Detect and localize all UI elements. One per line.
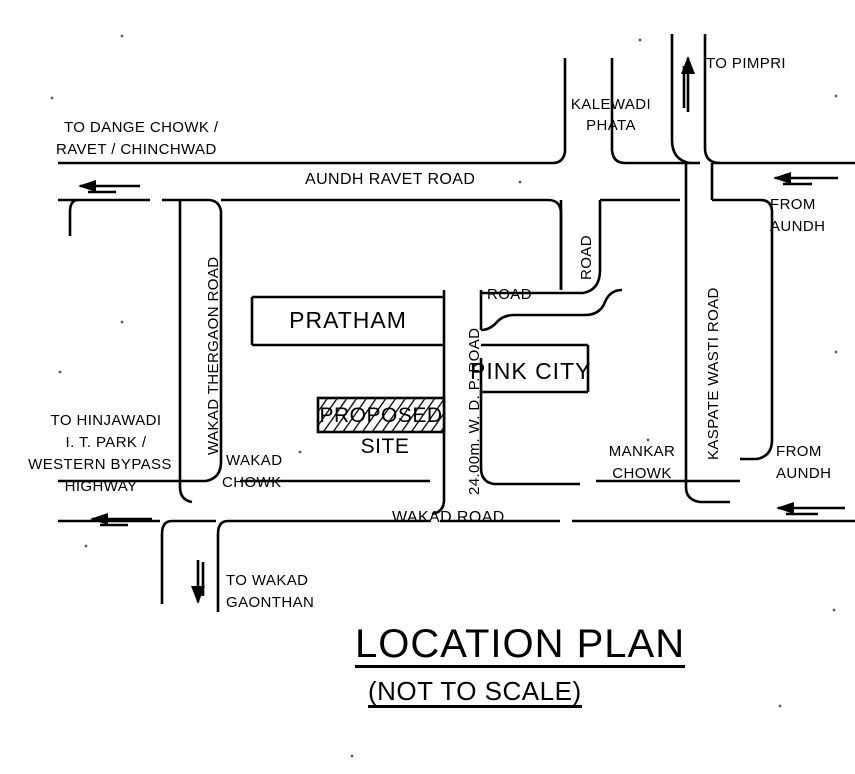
label-from-aundh-top-line2: AUNDH (770, 218, 826, 235)
wakad-chowk-corner (196, 461, 223, 483)
drawing-title: LOCATION PLAN (355, 622, 686, 668)
label-to-hinjawadi-line4: HIGHWAY (64, 478, 138, 495)
kaspate-wasti-road-east-edge (740, 255, 774, 461)
label-wakad-chowk-line2: CHOWK (222, 474, 282, 491)
pimpri-road-east-edge (703, 34, 721, 165)
gaonthan-road-east-edge (216, 519, 229, 612)
label-kalewadi-phata-line2: PHATA (586, 117, 636, 134)
wakad-thergaon-road-sw-corner (178, 486, 193, 504)
label-to-pimpri: TO PIMPRI (706, 55, 786, 72)
arrow-left-icon-aundh-bottom (776, 502, 845, 516)
label-to-hinjawadi-line1: TO HINJAWADI (50, 412, 162, 429)
arrow-left-icon-aundh-top (773, 172, 838, 186)
label-to-hinjawadi-line2: I. T. PARK / (65, 434, 147, 451)
arrow-left-icon-dange (78, 180, 140, 194)
label-inner-road-vertical: ROAD (578, 235, 595, 280)
label-aundh-ravet-road: AUNDH RAVET ROAD (305, 171, 476, 188)
aundh-ravet-road-upper-edge-east (610, 58, 700, 165)
label-dp-road: 24.00m. W. D. P. ROAD (466, 327, 483, 495)
label-to-dange-chowk-line1: TO DANGE CHOWK / (64, 119, 219, 136)
aundh-ravet-road-upper-edge (58, 58, 567, 165)
scan-noise-specks (50, 34, 838, 758)
inner-vertical-road-east-edge (545, 200, 602, 295)
label-from-aundh-top-line1: FROM (770, 196, 816, 213)
dp-road-sw-corner (431, 499, 446, 516)
label-pink-city-plot: PINK CITY (470, 358, 592, 384)
kaspate-wasti-road-sw-corner (684, 486, 730, 504)
label-inner-road-horizontal: ROAD (487, 286, 532, 303)
arrow-up-icon-pimpri (681, 56, 695, 112)
arrow-down-icon-gaonthan (191, 560, 205, 604)
label-kalewadi-phata-line1: KALEWADI (570, 96, 652, 113)
label-kaspate-wasti-road: KASPATE WASTI ROAD (705, 287, 722, 460)
label-mankar-chowk-line1: MANKAR (608, 443, 676, 460)
dp-road-se-corner (479, 467, 512, 486)
inner-horizontal-road-lower (480, 288, 623, 332)
aundh-ravet-road-lower-edge-e2 (712, 198, 774, 255)
drawing-subtitle: (NOT TO SCALE) (368, 676, 582, 708)
arrow-left-icon-hinjawadi (90, 513, 152, 527)
label-wakad-thergaon-road: WAKAD THERGAON ROAD (205, 256, 222, 455)
aundh-ravet-road-lower-edge-w2 (162, 198, 223, 255)
proposed-site-hatched-block (316, 396, 446, 434)
label-proposed: PROPOSED (319, 404, 443, 427)
gaonthan-road-west-edge (160, 519, 173, 604)
aundh-ravet-road-lower-edge-mid (221, 198, 563, 290)
label-to-hinjawadi-line3: WESTERN BYPASS (28, 456, 172, 473)
label-from-aundh-bottom-line1: FROM (776, 443, 822, 460)
label-mankar-chowk-line2: CHOWK (612, 465, 672, 482)
dange-chowk-left-hook (68, 198, 79, 236)
label-wakad-chowk-line1: WAKAD (226, 452, 283, 469)
label-wakad-road: WAKAD ROAD (392, 509, 505, 526)
label-to-wakad-gaonthan-line1: TO WAKAD (226, 572, 309, 589)
label-to-wakad-gaonthan-line2: GAONTHAN (226, 594, 315, 611)
label-pratham-plot: PRATHAM (289, 307, 407, 333)
label-from-aundh-bottom-line2: AUNDH (776, 465, 832, 482)
pimpri-road-west-edge (670, 34, 691, 165)
label-to-dange-chowk-line2: RAVET / CHINCHWAD (56, 141, 217, 158)
label-site: SITE (360, 435, 410, 458)
